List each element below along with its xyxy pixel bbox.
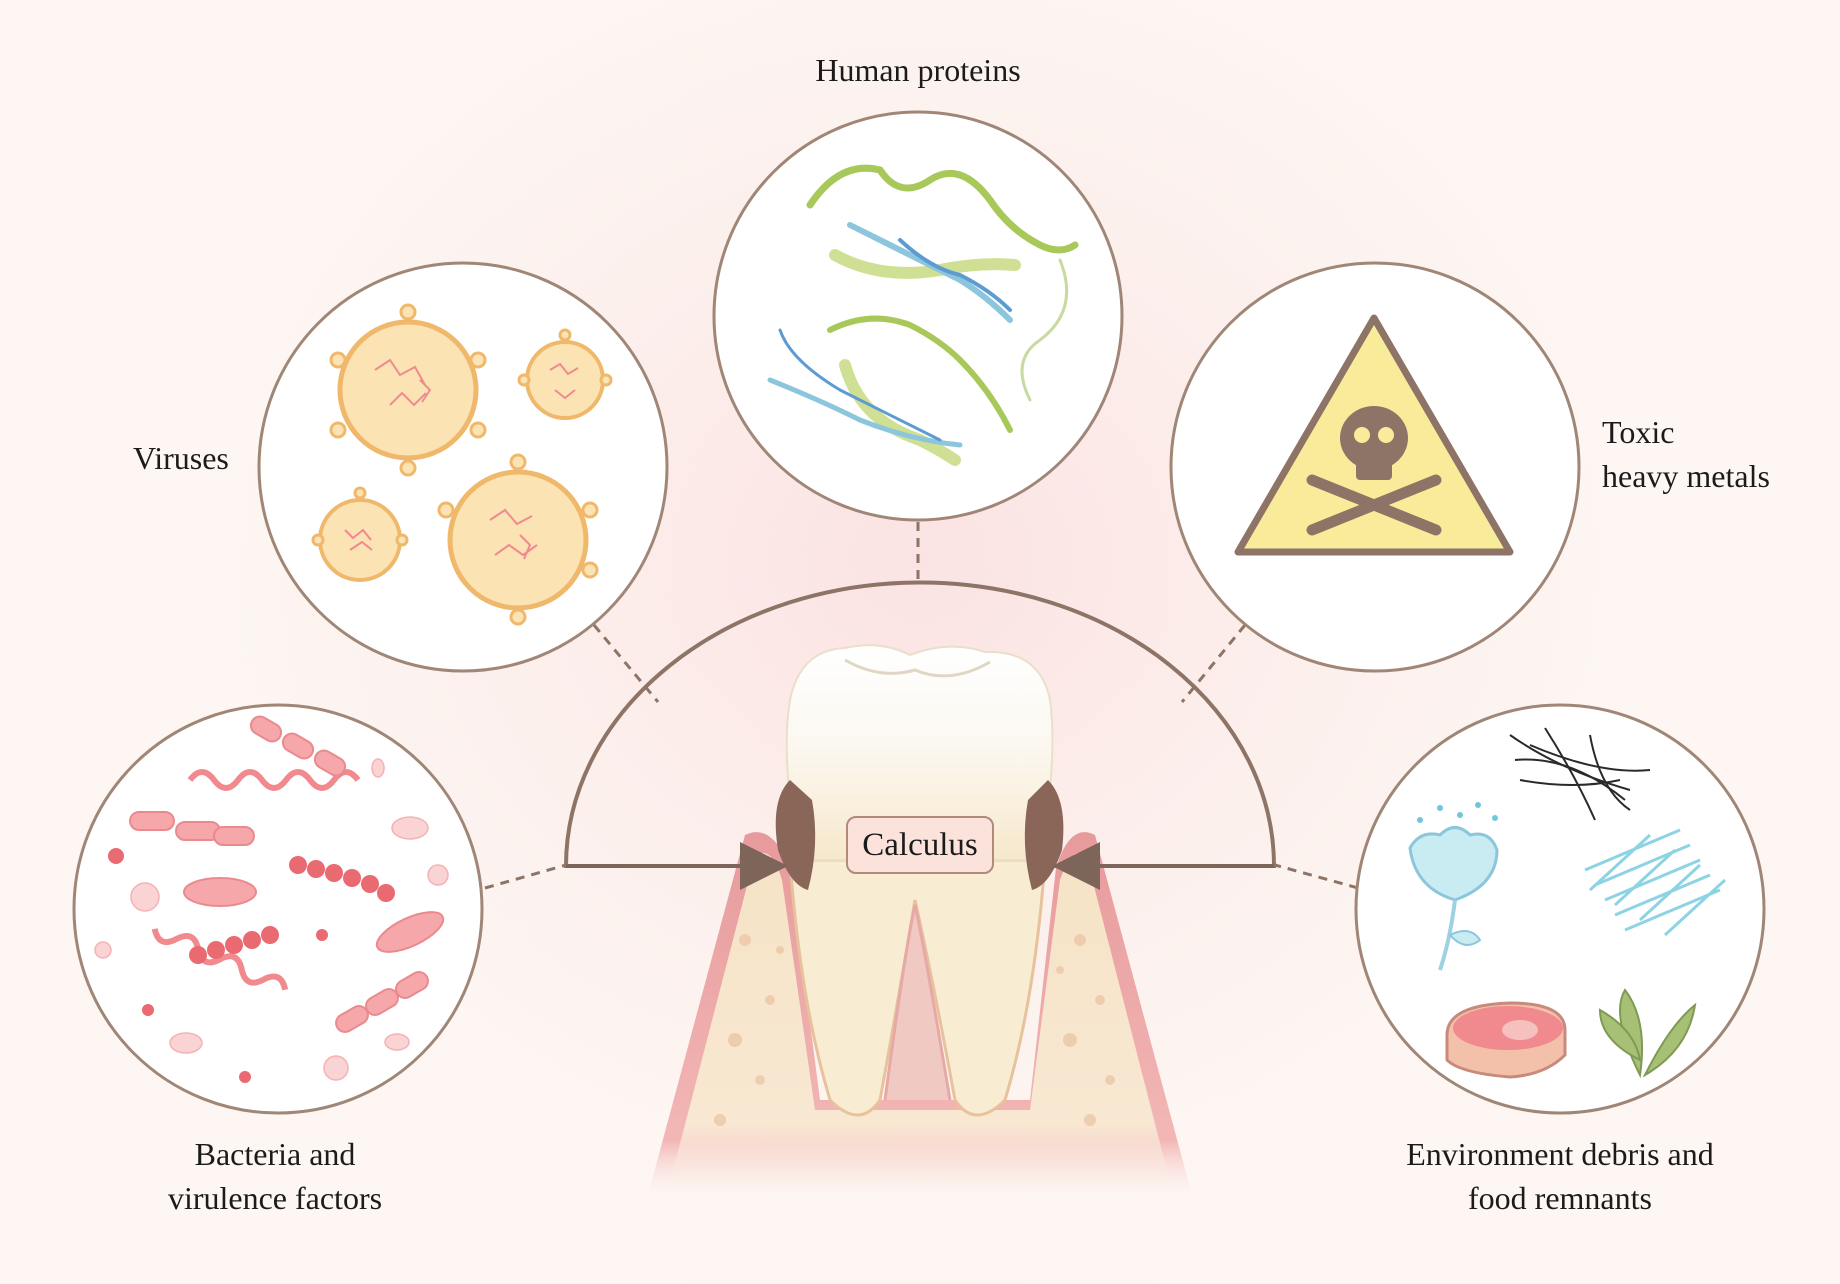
human-proteins-circle <box>712 110 1124 522</box>
label-viruses: Viruses <box>133 440 229 476</box>
tooth-illustration <box>648 644 1192 1195</box>
label-human-proteins: Human proteins <box>815 52 1021 88</box>
bacteria-circle <box>72 703 484 1115</box>
label-toxic-metals: Toxic heavy metals <box>1602 414 1770 494</box>
dome-outline <box>563 580 1277 868</box>
toxic-warning-icon <box>1234 314 1514 556</box>
virus-icon <box>311 303 613 626</box>
bacteria-icon <box>94 715 449 1083</box>
debris-food-icon <box>1408 727 1727 1079</box>
label-bacteria: Bacteria and virulence factors <box>167 1136 383 1216</box>
protein-ribbon-icon <box>767 164 1079 466</box>
connectors <box>484 522 1359 890</box>
environment-circle <box>1354 703 1766 1115</box>
viruses-circle <box>257 261 669 673</box>
label-environment: Environment debris and food remnants <box>1406 1136 1714 1216</box>
calculus-label: Calculus <box>846 816 994 874</box>
